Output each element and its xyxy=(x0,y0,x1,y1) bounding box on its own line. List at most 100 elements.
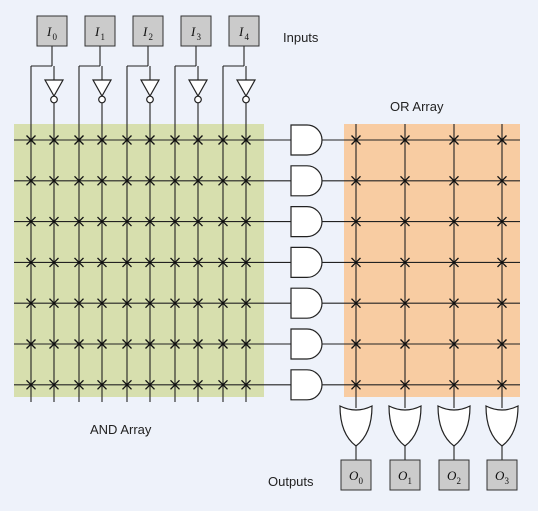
and-crosspoint xyxy=(122,175,132,186)
and-crosspoint xyxy=(218,216,228,227)
or-crosspoint xyxy=(400,216,410,227)
and-crosspoint xyxy=(193,339,203,349)
and-crosspoint xyxy=(74,379,84,390)
and-crosspoint xyxy=(218,175,228,186)
and-crosspoint xyxy=(193,298,203,309)
or-crosspoint xyxy=(497,339,507,349)
and-crosspoint xyxy=(26,135,36,145)
or-crosspoint xyxy=(497,135,507,145)
or-gate-0 xyxy=(339,405,373,447)
and-crosspoint xyxy=(26,339,36,349)
inverter-2 xyxy=(139,79,161,104)
and-gates xyxy=(290,124,323,401)
or-crosspoint xyxy=(351,257,361,268)
or-crosspoint xyxy=(449,257,459,268)
input-sub-3: 3 xyxy=(197,32,202,42)
and-crosspoint xyxy=(218,339,228,349)
or-crosspoint xyxy=(497,175,507,186)
or-gate-3 xyxy=(485,405,519,447)
and-crosspoint xyxy=(145,175,155,186)
and-crosspoint xyxy=(170,175,180,186)
and-gate-2 xyxy=(290,206,323,238)
and-crosspoint xyxy=(97,216,107,227)
and-crosspoint xyxy=(49,135,59,145)
and-crosspoint xyxy=(170,257,180,268)
or-crosspoint xyxy=(449,298,459,309)
and-crosspoint xyxy=(145,298,155,309)
and-crosspoint xyxy=(49,216,59,227)
and-crosspoint xyxy=(218,257,228,268)
or-crosspoint xyxy=(497,379,507,390)
and-crosspoint xyxy=(74,135,84,145)
and-gate-1 xyxy=(290,165,323,197)
output-sub-3: 3 xyxy=(505,476,510,486)
and-crosspoint xyxy=(122,257,132,268)
and-crosspoint xyxy=(97,298,107,309)
and-crosspoint xyxy=(241,257,251,268)
inverter-0 xyxy=(43,79,65,104)
or-crosspoint xyxy=(400,135,410,145)
and-crosspoint xyxy=(26,257,36,268)
output-label-1: O xyxy=(398,468,408,483)
inverters xyxy=(43,79,257,104)
and-crosspoint xyxy=(122,216,132,227)
input-label-3: I xyxy=(190,24,196,39)
and-crosspoint xyxy=(218,379,228,390)
or-crosspoint xyxy=(351,298,361,309)
and-crosspoint xyxy=(49,379,59,390)
or-crosspoint xyxy=(351,175,361,186)
or-crosspoint xyxy=(449,175,459,186)
and-crosspoint xyxy=(145,257,155,268)
input-label-1: I xyxy=(94,24,100,39)
and-crosspoint xyxy=(49,339,59,349)
input-sub-4: 4 xyxy=(245,32,250,42)
input-label-4: I xyxy=(238,24,244,39)
or-crosspoint xyxy=(351,339,361,349)
and-crosspoint xyxy=(241,135,251,145)
or-crosspoint xyxy=(400,339,410,349)
or-crosspoint xyxy=(449,339,459,349)
or-gates xyxy=(339,405,519,447)
and-crosspoint xyxy=(49,298,59,309)
or-crosspoint xyxy=(449,379,459,390)
inverter-3 xyxy=(187,79,209,104)
and-gate-5 xyxy=(290,328,323,360)
or-crosspoint xyxy=(449,135,459,145)
output-sub-2: 2 xyxy=(457,476,462,486)
and-crosspoint xyxy=(218,135,228,145)
input-sub-2: 2 xyxy=(149,32,154,42)
or-array-label: OR Array xyxy=(390,99,444,114)
and-crosspoint xyxy=(241,379,251,390)
and-crosspoint xyxy=(170,339,180,349)
and-crosspoint xyxy=(97,135,107,145)
or-gate-1 xyxy=(388,405,422,447)
and-gate-6 xyxy=(290,369,323,401)
and-crosspoint xyxy=(193,175,203,186)
wiring xyxy=(14,46,520,460)
input-label-2: I xyxy=(142,24,148,39)
output-label-3: O xyxy=(495,468,505,483)
and-crosspoint xyxy=(74,339,84,349)
and-crosspoint xyxy=(26,216,36,227)
or-crosspoint xyxy=(497,257,507,268)
or-crosspoint xyxy=(449,216,459,227)
and-crosspoint xyxy=(97,257,107,268)
inverter-1 xyxy=(91,79,113,104)
and-crosspoint xyxy=(241,339,251,349)
and-crosspoint xyxy=(193,257,203,268)
or-crosspoint xyxy=(400,257,410,268)
outputs-label: Outputs xyxy=(268,474,314,489)
and-crosspoint xyxy=(193,135,203,145)
and-crosspoint xyxy=(145,379,155,390)
and-crosspoint xyxy=(170,135,180,145)
and-crosspoint xyxy=(74,298,84,309)
inputs-label: Inputs xyxy=(283,30,319,45)
and-crosspoint xyxy=(145,339,155,349)
and-array-label: AND Array xyxy=(90,422,152,437)
